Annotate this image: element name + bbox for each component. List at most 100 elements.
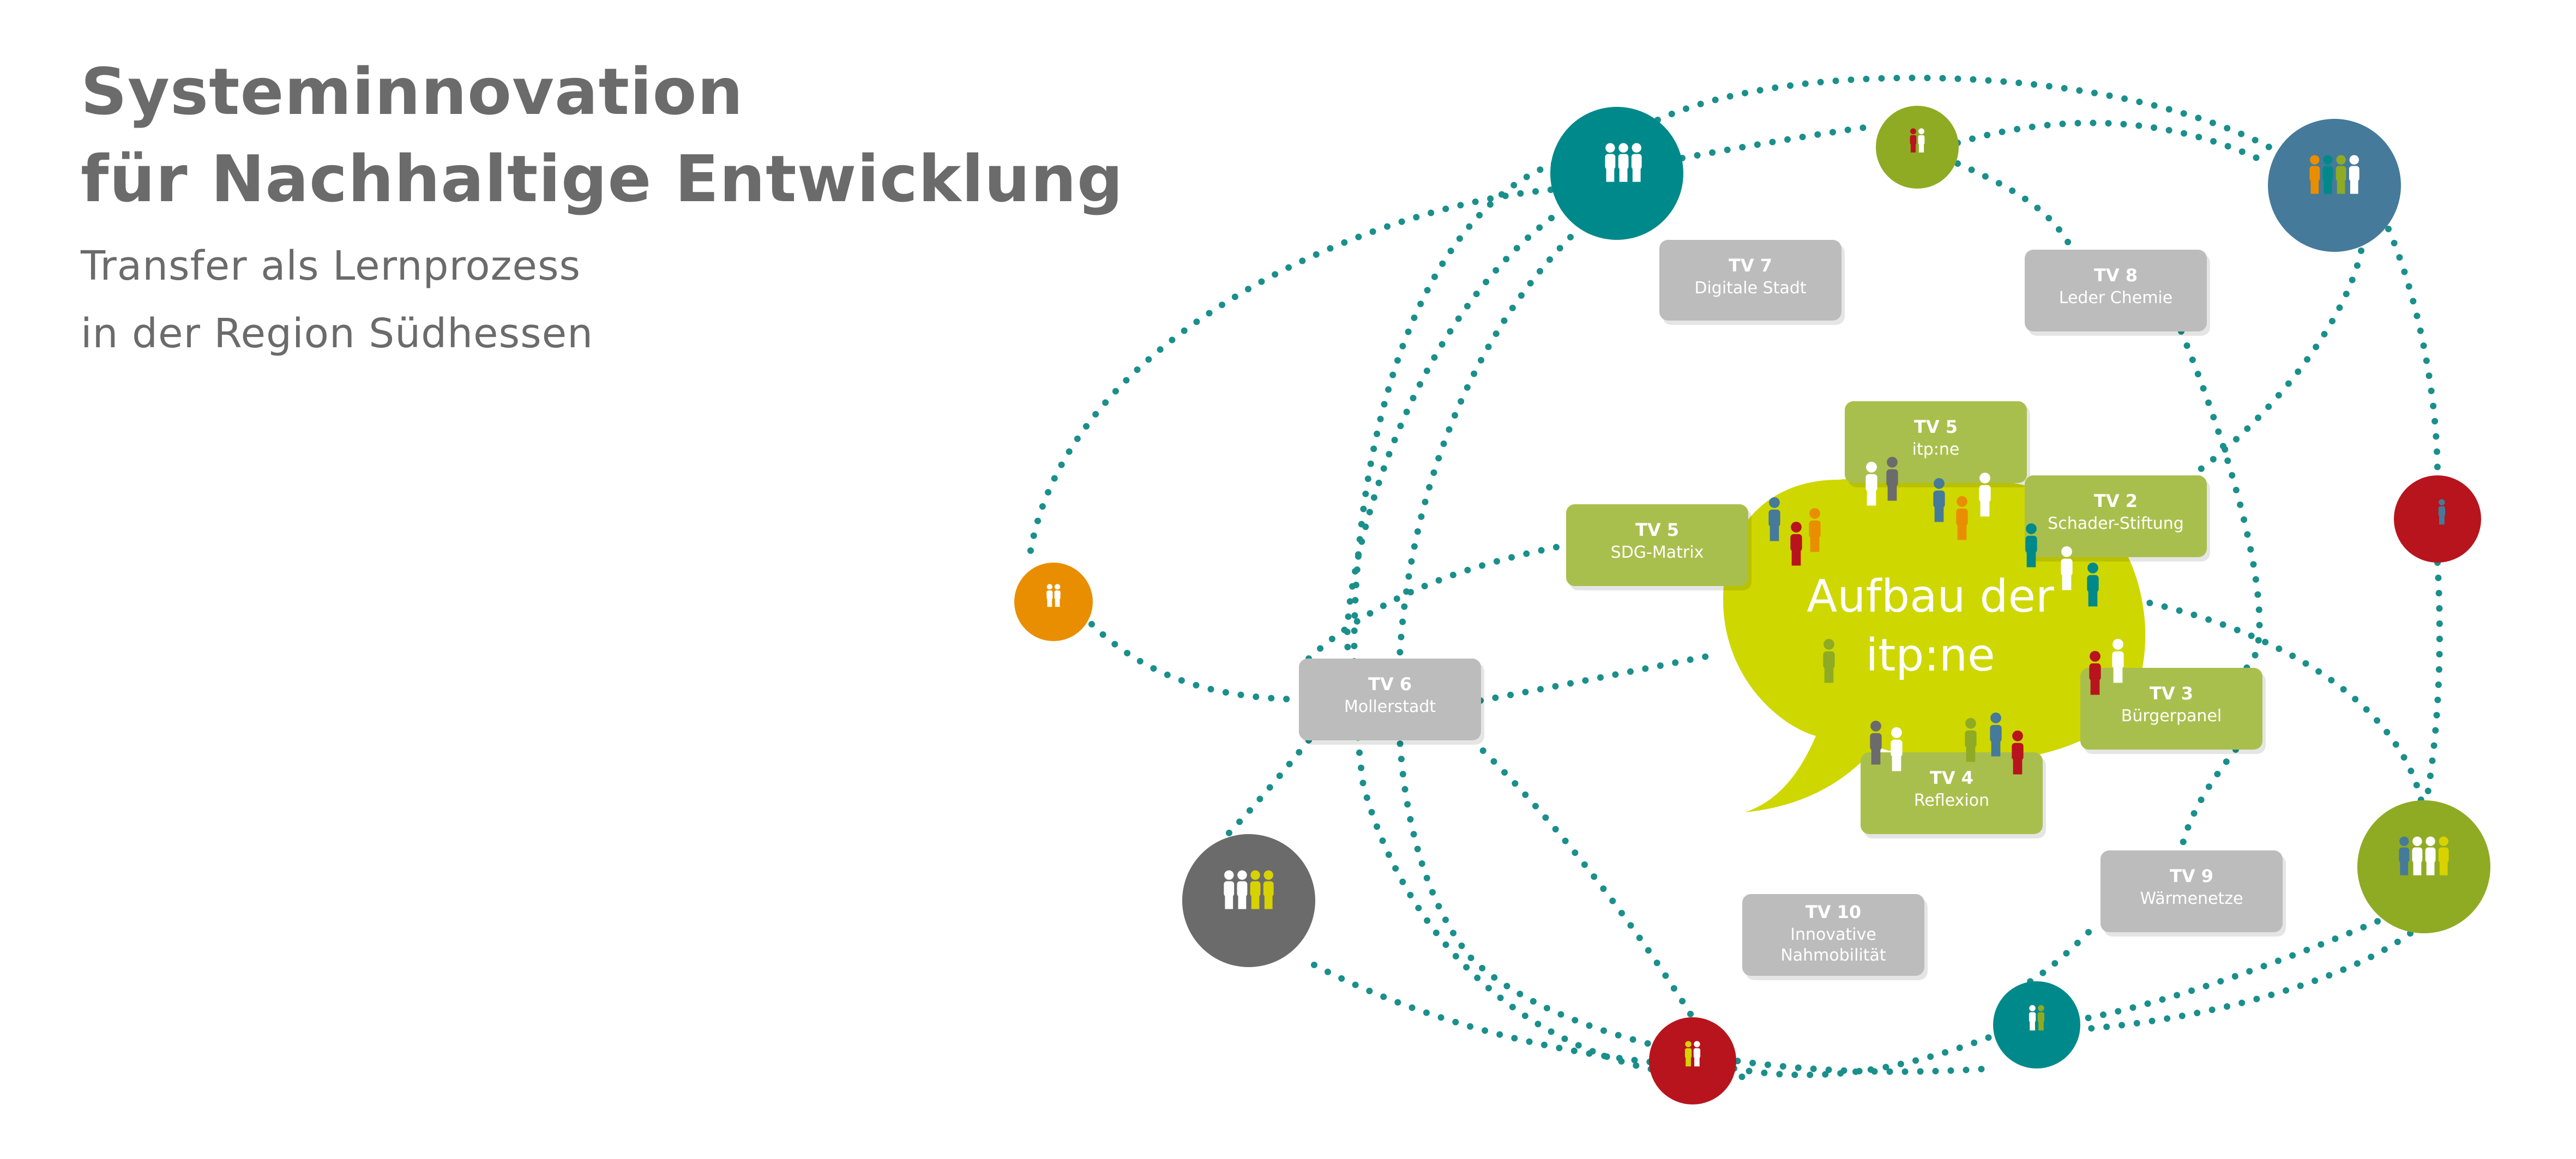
person-icon bbox=[1768, 497, 1780, 541]
project-box-subtitle: SDG-Matrix bbox=[1611, 543, 1704, 562]
person-icon bbox=[1990, 713, 2002, 757]
project-box-tv4: TV 4 Reflexion bbox=[1861, 752, 2046, 838]
person-icon bbox=[2037, 1005, 2045, 1031]
project-box-label: TV 4 bbox=[1930, 768, 1973, 788]
dotted-connection-line bbox=[1344, 215, 1555, 662]
person-icon bbox=[2336, 155, 2346, 194]
person-icon bbox=[1891, 727, 1903, 771]
actor-circles bbox=[1014, 106, 2490, 1104]
actor-circle-teal-top bbox=[1550, 107, 1683, 240]
dotted-connection-line bbox=[2077, 930, 2414, 1033]
person-icon bbox=[1263, 870, 1274, 909]
person-icon bbox=[1250, 870, 1261, 909]
dotted-connection-line bbox=[1679, 123, 1879, 161]
dotted-connection-line bbox=[2178, 746, 2239, 854]
dotted-connection-line bbox=[1027, 186, 1555, 554]
dotted-connection-line bbox=[1990, 918, 2381, 1030]
project-box-subtitle: Innovative bbox=[1790, 925, 1876, 944]
person-icon bbox=[1693, 1041, 1701, 1067]
title-line-2: für Nachhaltige Entwicklung bbox=[81, 141, 1124, 216]
actor-circle-orange-left bbox=[1014, 563, 1093, 641]
person-icon bbox=[2412, 836, 2423, 876]
project-box-tv7: TV 7 Digitale Stadt bbox=[1659, 240, 1845, 325]
dotted-connection-line bbox=[1954, 160, 2075, 253]
person-icon bbox=[1933, 478, 1945, 522]
person-icon bbox=[1790, 522, 1802, 566]
project-box-subtitle: Bürgerpanel bbox=[2121, 707, 2222, 726]
person-icon bbox=[1886, 457, 1898, 501]
person-icon bbox=[1046, 584, 1053, 607]
person-icon bbox=[2012, 731, 2024, 775]
person-icon bbox=[1237, 870, 1248, 909]
dotted-connection-line bbox=[2385, 226, 2441, 479]
person-icon bbox=[2438, 836, 2449, 876]
project-box-subtitle: Digitale Stadt bbox=[1694, 279, 1807, 298]
speech-bubble-shape bbox=[1723, 475, 2146, 812]
dotted-connection-line bbox=[1469, 737, 1694, 1017]
dotted-connections bbox=[1027, 74, 2443, 1080]
actor-circle-red-bottom bbox=[1649, 1017, 1736, 1104]
actor-circle-olive-top bbox=[1876, 106, 1959, 189]
person-icon bbox=[1823, 639, 1835, 683]
project-box-subtitle: Leder Chemie bbox=[2059, 288, 2172, 307]
actor-circle-teal-bottom bbox=[1993, 981, 2080, 1069]
person-icon bbox=[2438, 499, 2446, 525]
title-block: Systeminnovation für Nachhaltige Entwick… bbox=[81, 48, 1123, 367]
subtitle-line-1: Transfer als Lernprozess bbox=[81, 243, 581, 289]
person-icon bbox=[2061, 546, 2073, 590]
person-icon bbox=[2309, 155, 2320, 194]
project-box-label: TV 2 bbox=[2094, 491, 2138, 511]
person-icon bbox=[1918, 128, 1925, 153]
dotted-connection-line bbox=[1954, 119, 2272, 167]
person-icon bbox=[1865, 462, 1877, 506]
person-icon bbox=[2025, 523, 2037, 568]
dotted-connection-line bbox=[2189, 248, 2364, 479]
person-icon bbox=[2322, 155, 2333, 194]
person-icon bbox=[2429, 499, 2437, 525]
person-icon bbox=[1054, 584, 1061, 607]
dotted-connection-line bbox=[1351, 160, 1748, 1080]
project-box-label: TV 10 bbox=[1805, 902, 1861, 922]
person-icon bbox=[1631, 143, 1642, 182]
project-box-label: TV 6 bbox=[1368, 674, 1412, 695]
project-box-tv2: TV 2 Schader-Stiftung bbox=[2025, 475, 2210, 562]
actor-circle-red-right bbox=[2394, 475, 2481, 563]
project-box-subtitle: itp:ne bbox=[1912, 440, 1960, 459]
project-box-subtitle: Schader-Stiftung bbox=[2048, 514, 2184, 533]
title-line-1: Systeminnovation bbox=[81, 54, 744, 129]
person-icon bbox=[2112, 639, 2124, 683]
dotted-connection-line bbox=[1731, 1033, 1996, 1078]
person-icon bbox=[1965, 718, 1977, 762]
actor-circle-blue-top-right bbox=[2268, 119, 2401, 252]
person-figures bbox=[1046, 128, 2449, 1067]
center-speech-bubble: Aufbau der itp:ne bbox=[1723, 475, 2146, 812]
person-icon bbox=[1618, 143, 1629, 182]
dotted-connection-line bbox=[2178, 328, 2263, 671]
project-box-subtitle: Wärmenetze bbox=[2140, 889, 2243, 908]
project-box-subtitle: Nahmobilität bbox=[1780, 946, 1886, 965]
actor-circle-green-right bbox=[2357, 800, 2490, 933]
bubble-title-line-2: itp:ne bbox=[1865, 630, 1995, 681]
person-icon bbox=[2089, 651, 2101, 695]
person-icon bbox=[2425, 836, 2436, 876]
person-icon bbox=[1979, 473, 1991, 517]
person-icon bbox=[1592, 143, 1603, 182]
dotted-connection-line bbox=[1311, 962, 1653, 1065]
project-box-label: TV 7 bbox=[1729, 255, 1772, 276]
person-icon bbox=[2399, 836, 2410, 876]
person-icon bbox=[2029, 1005, 2036, 1031]
person-icon bbox=[1870, 721, 1882, 765]
dotted-connection-line bbox=[2423, 559, 2443, 804]
person-icon bbox=[1910, 128, 1917, 153]
subtitle-line-2: in der Region Südhessen bbox=[81, 310, 594, 357]
actor-circle-grey-bottom-left bbox=[1182, 834, 1315, 967]
dotted-connection-line bbox=[1224, 737, 1312, 838]
person-icon bbox=[1809, 508, 1821, 552]
project-box-subtitle: Reflexion bbox=[1914, 791, 1989, 810]
